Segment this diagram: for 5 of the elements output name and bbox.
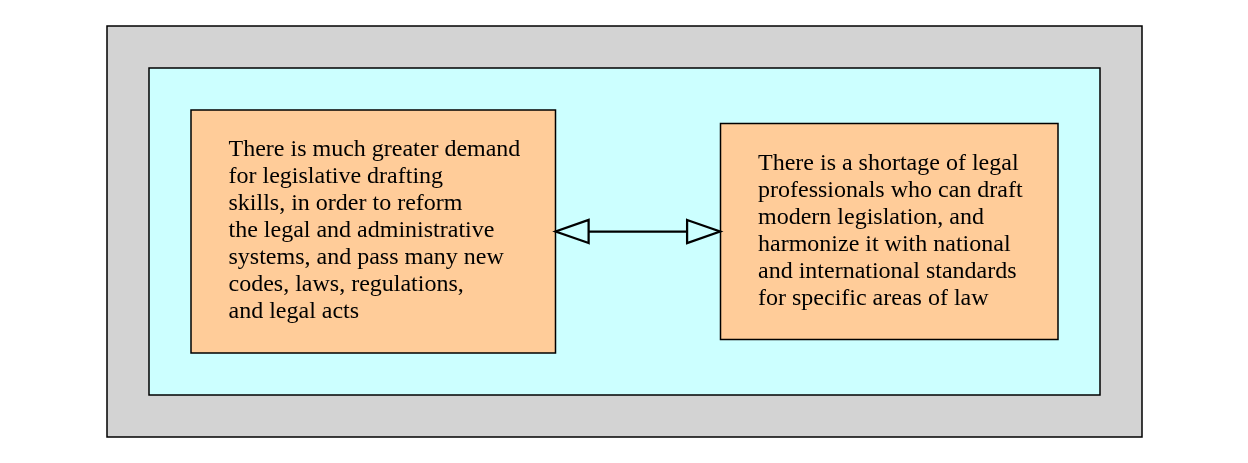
cluster [147, 67, 1101, 396]
cluster [105, 25, 1143, 438]
node-box: There is much greater demand for legislative drafting skills, in order to reform the legal and administrative systems, and pass many new codes, laws, regulations, and legal acts [189, 109, 556, 354]
arrow [551, 218, 723, 245]
node-box: There is a shortage of legal professionals who can draft modern legislation, and harmonize it with national and international standards for specific areas of law [719, 122, 1059, 341]
